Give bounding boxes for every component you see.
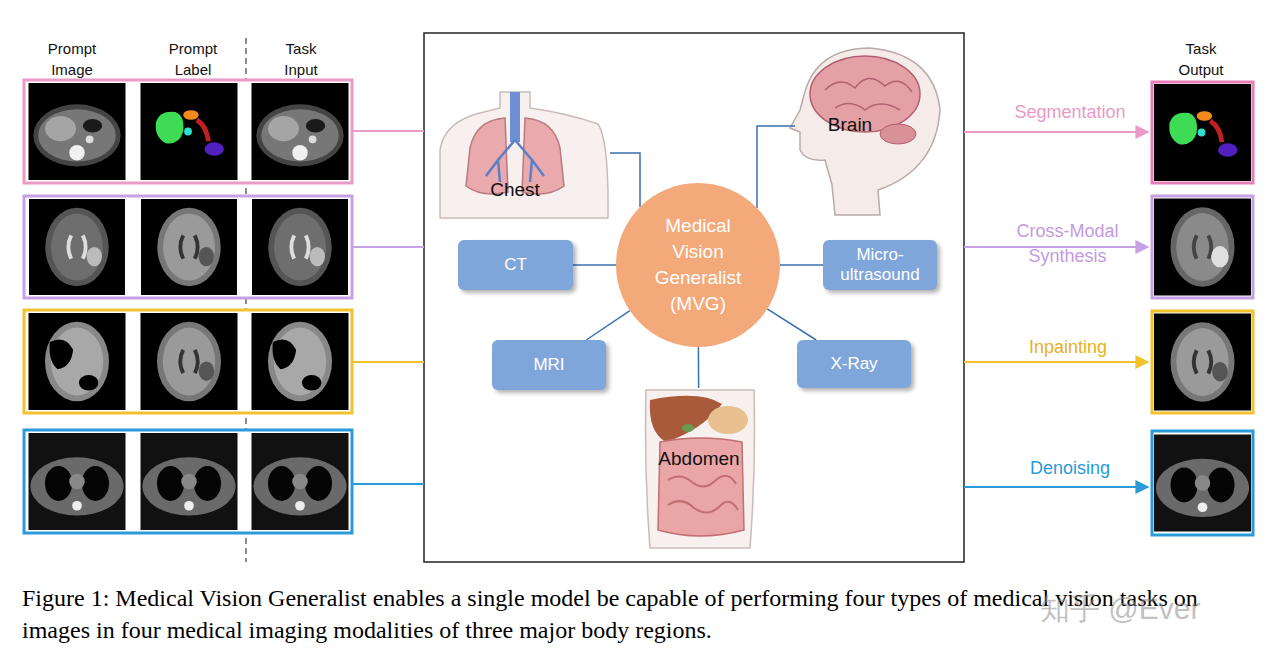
brain-folds (825, 78, 912, 110)
abdomen-drawing (646, 390, 755, 548)
model-frame (424, 33, 964, 562)
scan-image (29, 313, 126, 410)
task-arrow (964, 486, 1148, 488)
task-row (24, 310, 352, 413)
output-frame (1152, 196, 1253, 298)
gallbladder (682, 424, 694, 432)
task-label: Denoising (990, 456, 1150, 481)
connector-line (573, 264, 616, 266)
column-header: Prompt Image (41, 38, 103, 80)
connector-line (610, 153, 640, 207)
abdomen-illustration: Abdomen (640, 388, 758, 548)
chest-drawing (440, 92, 608, 218)
column-header: Task Output (1170, 38, 1232, 80)
scan-image (1154, 84, 1251, 181)
output-frame (1152, 311, 1253, 413)
scan-image (141, 199, 237, 295)
task-row (24, 196, 352, 298)
row-link (352, 361, 424, 363)
task-row (24, 430, 352, 533)
torso-outline (440, 92, 608, 218)
scan-image (29, 199, 125, 295)
modality-box: MRI (492, 340, 606, 390)
connector-line (698, 347, 700, 388)
column-header: Task Input (275, 38, 327, 80)
task-label: Segmentation (985, 100, 1155, 125)
modality-box: X-Ray (797, 340, 911, 388)
scan-image (1154, 314, 1251, 411)
head-drawing (790, 48, 940, 215)
output-frame (1152, 82, 1253, 183)
scan-image (1154, 435, 1251, 532)
task-arrow (964, 131, 1148, 133)
row-link (352, 246, 424, 248)
task-label: Inpainting (990, 335, 1146, 360)
row-link (352, 483, 424, 485)
scan-image (29, 83, 126, 180)
modality-box: CT (458, 240, 573, 290)
column-header: Prompt Label (160, 38, 226, 80)
stomach (708, 406, 748, 434)
modality-name: CT (504, 255, 527, 275)
output-frame (1152, 431, 1253, 535)
connector-line (757, 126, 795, 208)
task-label: Cross-Modal Synthesis (1000, 219, 1135, 269)
scan-image (252, 83, 349, 180)
modality-name: MRI (533, 355, 564, 375)
task-arrow (964, 361, 1148, 363)
scan-image (252, 313, 349, 410)
modality-box: Micro- ultrasound (823, 240, 937, 290)
region-label: Chest (475, 179, 555, 201)
watermark: 知乎 @Ever (1040, 588, 1280, 630)
cerebellum (880, 124, 916, 144)
region-label: Abdomen (649, 448, 749, 470)
task-row (24, 80, 352, 183)
scan-image (141, 83, 238, 180)
modality-name: Micro- ultrasound (829, 245, 931, 285)
head-outline (790, 48, 940, 215)
scan-image (252, 199, 348, 295)
generalist-circle: Medical Vision Generalist (MVG) (616, 183, 780, 347)
torso-outline (646, 390, 755, 548)
scan-image (1154, 199, 1251, 296)
region-label: Brain (810, 114, 890, 136)
intestine-coils (668, 476, 738, 513)
row-link (352, 130, 424, 132)
model-name: Medical Vision Generalist (MVG) (638, 213, 758, 317)
modality-name: X-Ray (830, 354, 877, 374)
scan-image (252, 433, 349, 530)
trachea (510, 92, 520, 142)
scan-image (29, 433, 126, 530)
brain-illustration: Brain (795, 50, 945, 215)
scan-image (141, 313, 238, 410)
scan-image (141, 433, 238, 530)
chest-illustration: Chest (432, 90, 610, 218)
connector-line (586, 311, 630, 340)
connector-line (767, 309, 816, 340)
bronchi (486, 140, 544, 182)
connector-line (780, 264, 823, 266)
